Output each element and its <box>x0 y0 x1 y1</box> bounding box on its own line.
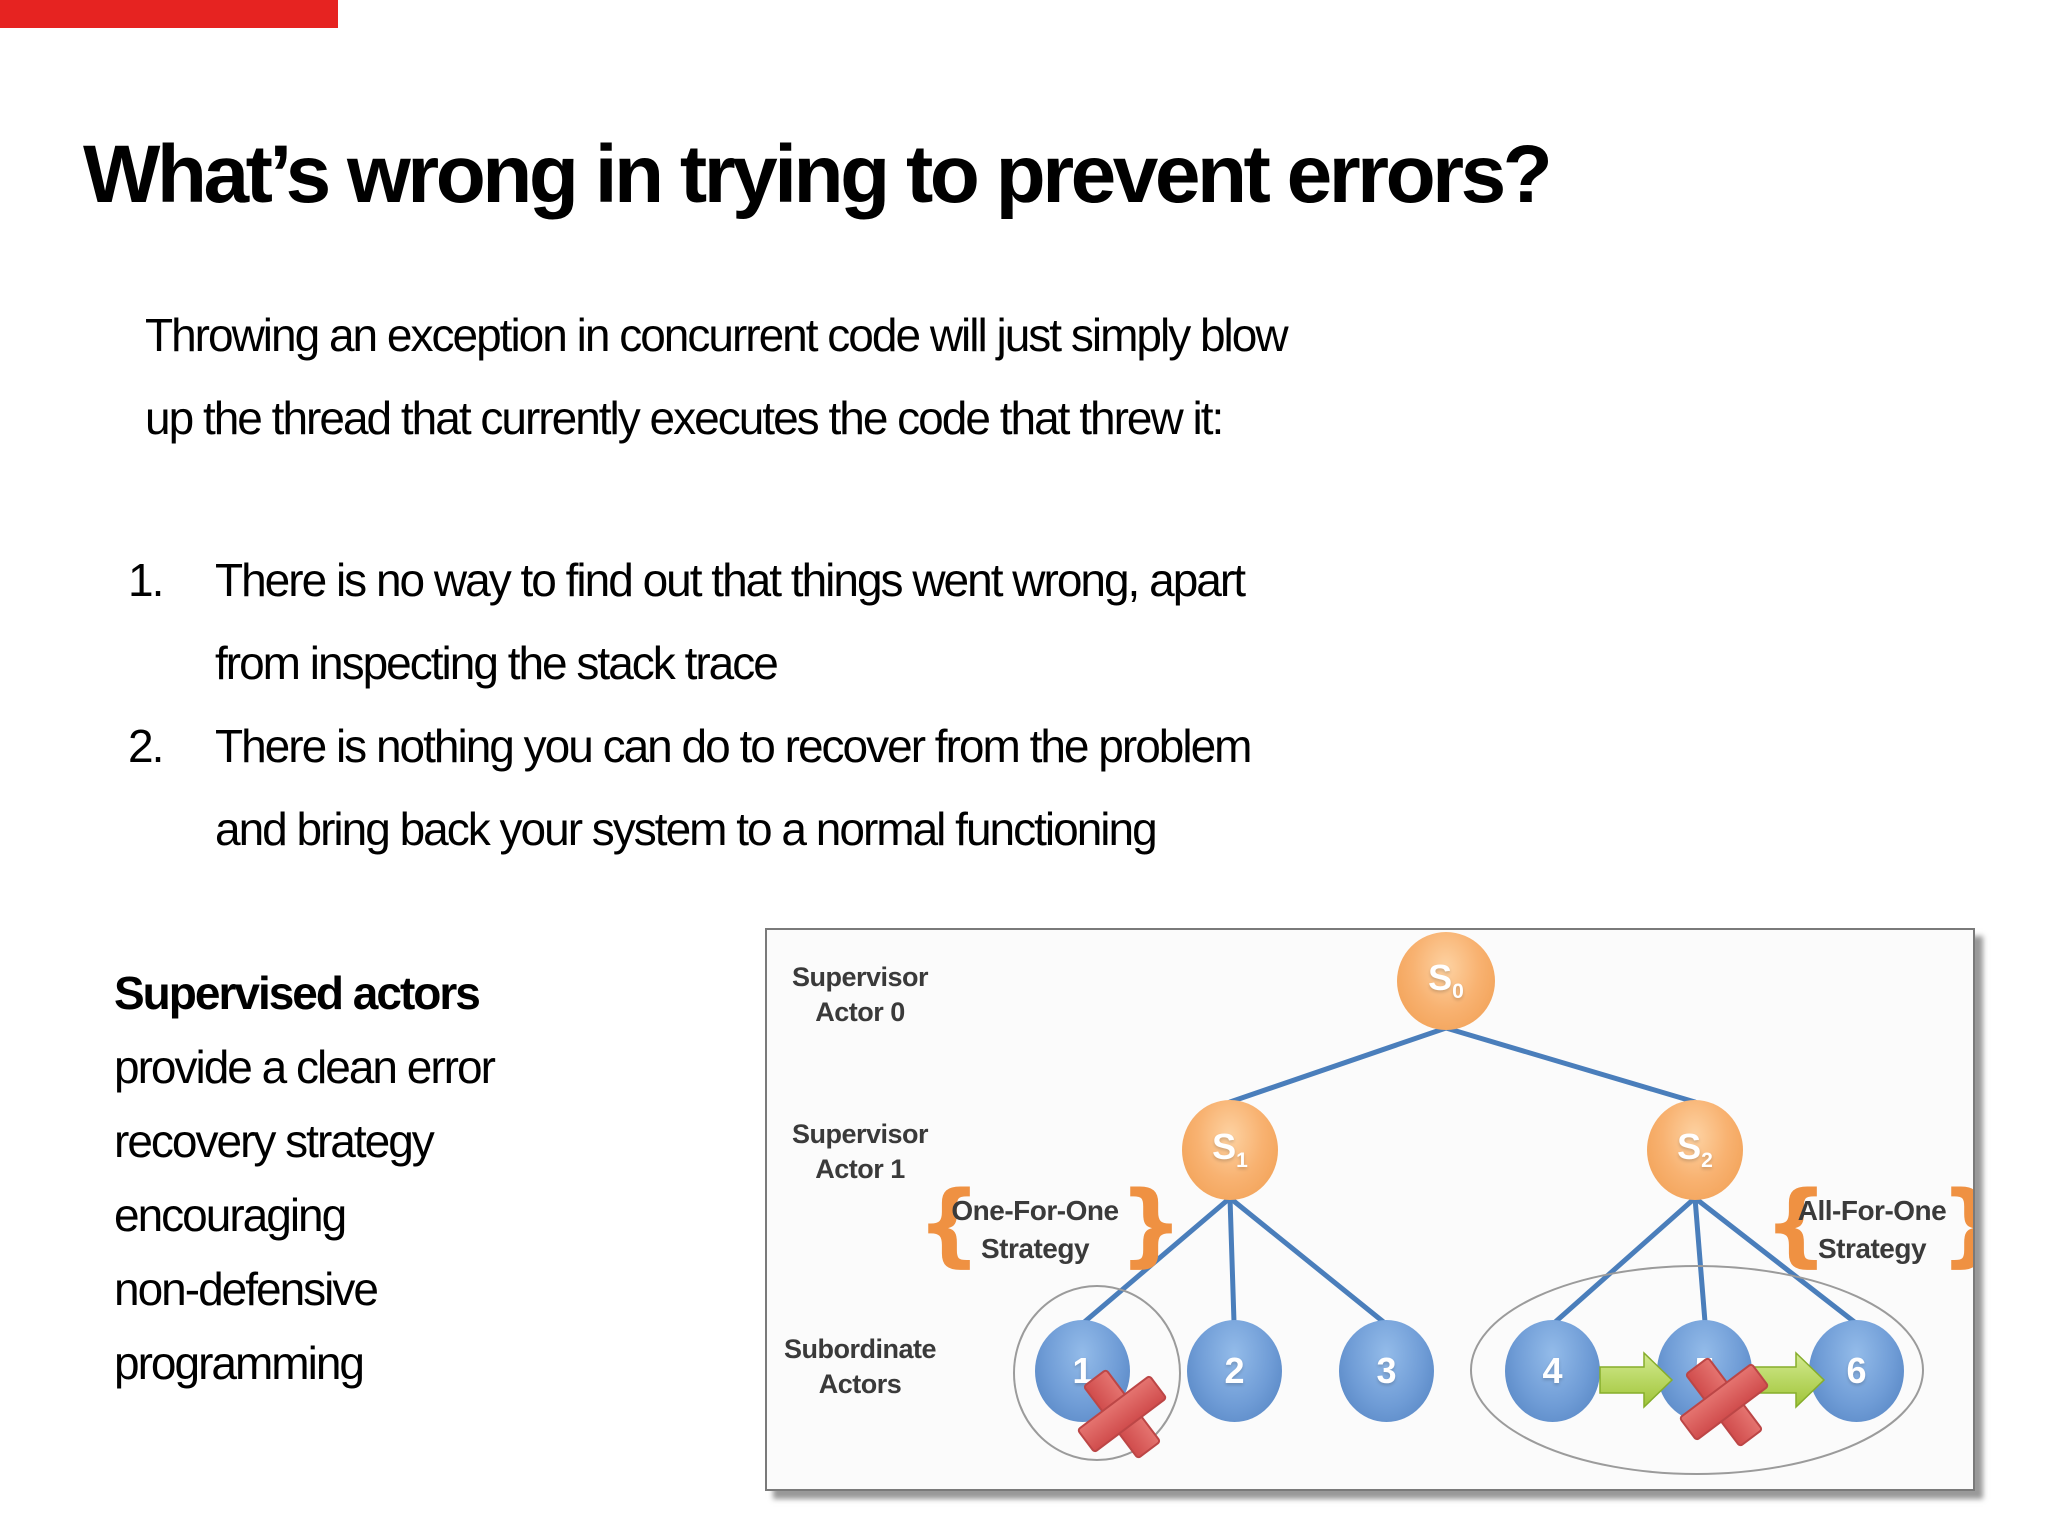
text-line: and bring back your system to a normal f… <box>215 803 1158 855</box>
supervision-tree-diagram: S0 S1 S2 1 2 3 4 5 6 <box>765 928 1975 1491</box>
text-line: One-For-One <box>951 1195 1119 1226</box>
list-item-number: 1. <box>128 554 164 606</box>
list-item: 2. There is nothing you can do to recove… <box>128 705 1252 871</box>
one-for-one-group-ellipse <box>1013 1285 1181 1461</box>
list-item-text: There is nothing you can do to recover f… <box>215 705 1252 871</box>
text-line: Actors <box>818 1369 902 1399</box>
connector-line <box>1227 1195 1389 1327</box>
text-line: Subordinate <box>783 1334 937 1364</box>
subordinate-node-1: 1 <box>1035 1320 1130 1422</box>
brace-close-icon: } <box>1119 1172 1184 1277</box>
row-label-supervisor-actor-1: Supervisor Actor 1 <box>775 1117 945 1187</box>
supervisor-node-s0: S0 <box>1397 932 1495 1030</box>
text-line: up the thread that currently executes th… <box>145 392 1224 444</box>
connector-line <box>1692 1195 1860 1327</box>
text-line: provide a clean error <box>114 1041 496 1093</box>
text-line: Supervisor <box>791 1119 929 1149</box>
brace-open-icon: { <box>1764 1172 1829 1277</box>
supervisor-node-s1: S1 <box>1182 1100 1278 1200</box>
one-for-one-strategy-label: One-For-One Strategy <box>950 1192 1120 1268</box>
text-line: Actor 0 <box>815 997 905 1027</box>
subordinate-node-5: 5 <box>1657 1320 1752 1422</box>
note-heading: Supervised actors <box>114 967 481 1019</box>
brace-close-icon: } <box>1940 1178 1973 1272</box>
row-label-supervisor-actor-0: Supervisor Actor 0 <box>775 960 945 1030</box>
text-line: Actor 1 <box>815 1154 905 1184</box>
text-line: recovery strategy <box>114 1115 435 1167</box>
supervised-actors-note: Supervised actors provide a clean error … <box>114 956 496 1400</box>
connector-line <box>1227 1195 1237 1325</box>
brace-open-icon: { <box>917 1172 982 1277</box>
text-line: Supervisor <box>791 962 929 992</box>
text-line: Strategy <box>980 1233 1090 1264</box>
text-line: All-For-One <box>1797 1195 1947 1226</box>
connector-line <box>1692 1195 1708 1325</box>
connector-line <box>1443 1025 1698 1105</box>
text-line: programming <box>114 1337 365 1389</box>
numbered-list: 1. There is no way to find out that thin… <box>128 539 1252 871</box>
list-item-number: 2. <box>128 720 164 772</box>
slide-title: What’s wrong in trying to prevent errors… <box>83 129 1553 220</box>
supervisor-node-s2: S2 <box>1647 1100 1743 1200</box>
text-line: non-defensive <box>114 1263 379 1315</box>
connector-line-group <box>1079 1025 1860 1327</box>
row-label-subordinate-actors: Subordinate Actors <box>775 1332 945 1402</box>
text-line: encouraging <box>114 1189 347 1241</box>
video-progress-bar <box>0 0 338 28</box>
connector-line <box>1550 1195 1698 1327</box>
text-line: There is nothing you can do to recover f… <box>215 720 1252 772</box>
subordinate-node-2: 2 <box>1187 1320 1282 1422</box>
text-line: from inspecting the stack trace <box>215 637 779 689</box>
connector-line <box>1227 1025 1449 1105</box>
text-line: Throwing an exception in concurrent code… <box>145 309 1289 361</box>
intro-paragraph: Throwing an exception in concurrent code… <box>145 294 1289 460</box>
subordinate-node-6: 6 <box>1809 1320 1904 1422</box>
all-for-one-strategy-label: All-For-One Strategy <box>1792 1192 1952 1268</box>
connector-lines-layer <box>1013 1025 1924 1475</box>
all-for-one-group-ellipse <box>1470 1265 1924 1475</box>
list-item-text: There is no way to find out that things … <box>215 539 1246 705</box>
text-line: There is no way to find out that things … <box>215 554 1246 606</box>
subordinate-node-4: 4 <box>1505 1320 1600 1422</box>
subordinate-node-3: 3 <box>1339 1320 1434 1422</box>
text-line: Strategy <box>1817 1233 1927 1264</box>
list-item: 1. There is no way to find out that thin… <box>128 539 1251 705</box>
connector-line <box>1079 1195 1233 1327</box>
